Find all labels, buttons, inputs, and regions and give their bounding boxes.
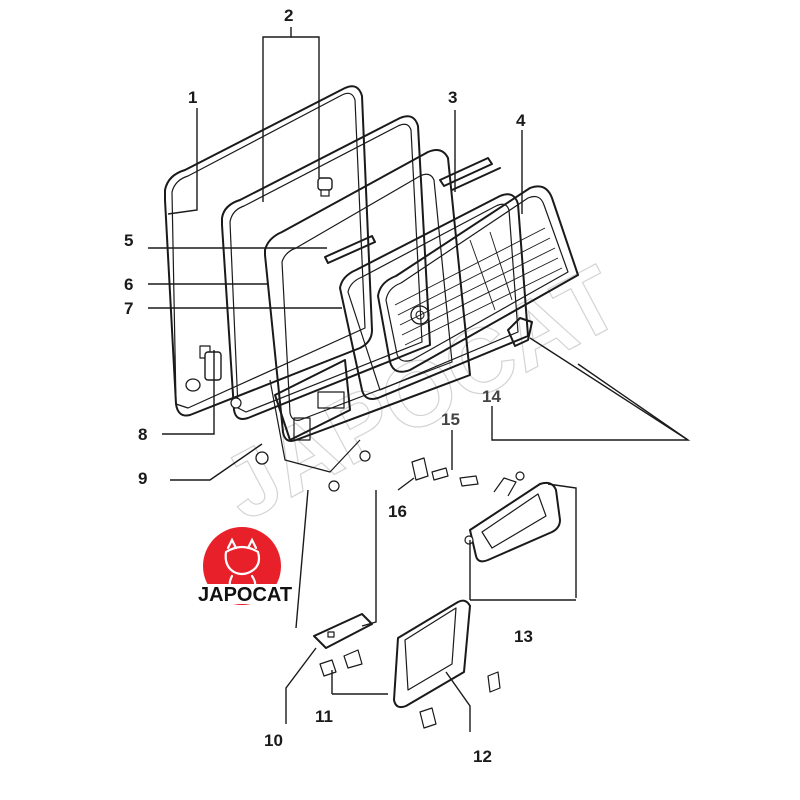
- part-3-strip: [439, 157, 501, 191]
- callout-1: 1: [188, 88, 197, 107]
- japocat-logo: JAPOCAT: [196, 527, 292, 606]
- part-10-bracket: [313, 613, 373, 649]
- callout-12: 12: [473, 747, 492, 766]
- part-11-bolt: [319, 649, 363, 677]
- callout-10: 10: [264, 731, 283, 750]
- callout-9: 9: [138, 469, 147, 488]
- part-4-rear-glass: [377, 185, 579, 373]
- callout-4: 4: [516, 111, 526, 130]
- callout-3: 3: [448, 88, 457, 107]
- part-15-screws: [359, 450, 479, 487]
- clip-icon: [317, 177, 333, 197]
- part-7-glass: [339, 193, 529, 400]
- callout-11: 11: [315, 707, 333, 726]
- part-5-molding: [324, 235, 376, 264]
- callout-8: 8: [138, 425, 147, 444]
- part-12-cover: [393, 599, 501, 729]
- part-8-latch: [185, 345, 242, 409]
- part-14-bracket: [507, 317, 533, 347]
- callout-16: 16: [388, 502, 407, 521]
- callout-6: 6: [124, 275, 133, 294]
- callout-labels: 1 2 3 4 5 6 7 8 9 10 11 12 13 14 15 16: [124, 6, 533, 766]
- callout-5: 5: [124, 231, 133, 250]
- callout-14: 14: [482, 387, 501, 406]
- part-6-panel: [264, 149, 471, 473]
- callout-7: 7: [124, 299, 133, 318]
- part-2-frame: [221, 115, 431, 420]
- part-9-lower-panel: [255, 359, 351, 492]
- logo-text: JAPOCAT: [198, 584, 292, 606]
- callout-13: 13: [514, 627, 533, 646]
- leader-lines: [148, 27, 691, 732]
- wiper-motor-icon: [410, 305, 430, 325]
- part-13-handle: [464, 471, 561, 563]
- defroster-lines: [394, 227, 563, 346]
- callout-15: 15: [441, 410, 460, 429]
- part-16-clip: [411, 457, 429, 481]
- callout-2: 2: [284, 6, 293, 25]
- part-1-weatherstrip: [164, 85, 373, 417]
